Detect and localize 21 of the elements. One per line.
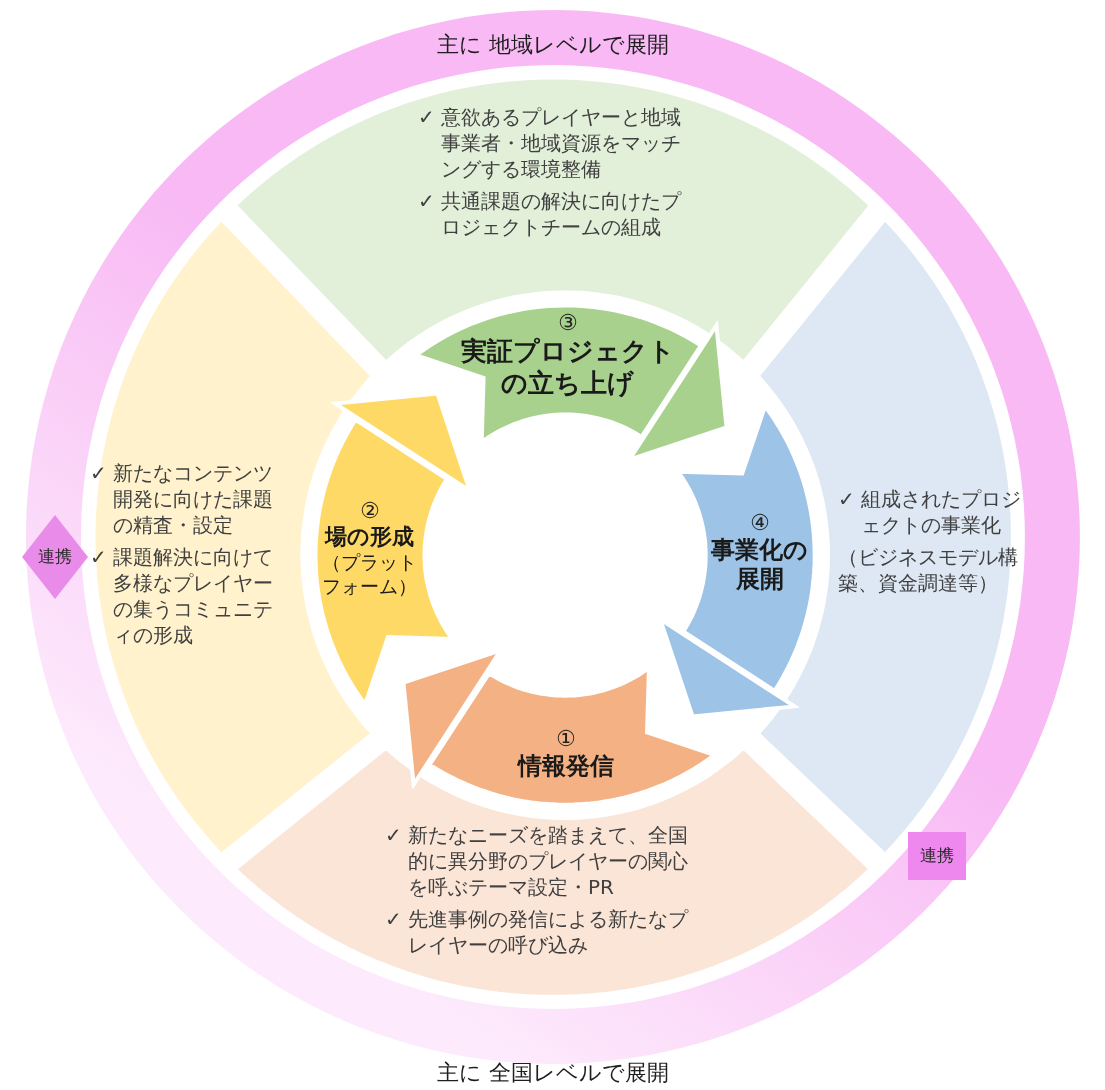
step-title: 事業化の展開 — [710, 536, 810, 594]
step-title: 情報発信 — [518, 752, 614, 782]
step-subtitle: （プラットフォーム） — [321, 550, 419, 599]
step-number: ① — [556, 726, 576, 753]
step-number: ④ — [750, 510, 770, 537]
bullet-text: ✓ 共通課題の解決に向けたプロジェクトチームの組成 — [417, 187, 683, 240]
step-number: ③ — [558, 309, 578, 337]
bullet-text: ✓ 課題解決に向けて多様なプレイヤーの集うコミュニティの形成 — [90, 543, 275, 648]
bullet-text: ✓ 新たなコンテンツ開発に向けた課題の精査・設定 — [90, 459, 275, 538]
bullet-text: ✓ 組成されたプロジェクトの事業化 — [837, 485, 1023, 538]
tag-label: 連携 — [920, 844, 954, 867]
band-label: 主に 地域レベルで展開 — [437, 31, 669, 59]
step-title: 実証プロジェクトの立ち上げ — [460, 336, 676, 399]
bullet-text: ✓ 意欲あるプレイヤーと地域事業者・地域資源をマッチングする環境整備 — [417, 103, 683, 182]
step-title: 場の形成 — [325, 524, 415, 551]
step-number: ② — [360, 498, 380, 525]
bullet-text: （ビジネスモデル構築、資金調達等） — [837, 543, 1019, 596]
bullet-text: ✓ 先進事例の発信による新たなプレイヤーの呼び込み — [384, 905, 690, 958]
tag-label: 連携 — [38, 545, 72, 568]
bullet-text: ✓ 新たなニーズを踏まえて、全国的に異分野のプレイヤーの関心を呼ぶテーマ設定・PR — [384, 821, 690, 900]
band-label: 主に 全国レベルで展開 — [437, 1059, 669, 1087]
